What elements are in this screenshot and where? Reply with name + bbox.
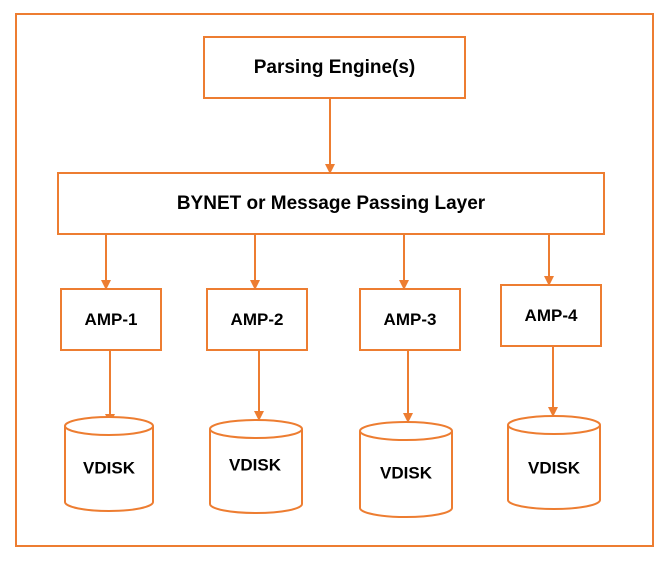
vdisk-4-label: VDISK [528,459,581,478]
amp-4-label: AMP-4 [525,306,578,325]
vdisk-1-cylinder: VDISK [64,416,154,512]
vdisk-4-cylinder: VDISK [507,415,601,510]
amp-2-label: AMP-2 [231,310,284,329]
amp-2-box [206,288,308,351]
amp-2-node: AMP-2 [206,288,308,351]
amp-4-node: AMP-4 [500,284,602,347]
amp-3-node: AMP-3 [359,288,461,351]
outer-frame [15,13,654,547]
vdisk-3-cylinder: VDISK [359,421,453,518]
bynet-node: BYNET or Message Passing Layer [57,172,605,235]
vdisk-3-label: VDISK [380,464,433,483]
amp-1-box [60,288,162,351]
amp-3-label: AMP-3 [384,310,437,329]
bynet-box [57,172,605,235]
vdisk-2-label: VDISK [229,456,282,475]
amp-1-node: AMP-1 [60,288,162,351]
vdisk-2-cylinder: VDISK [209,419,303,514]
vdisk-1-label: VDISK [83,459,136,478]
parsing-engine-box [203,36,466,99]
bynet-label: BYNET or Message Passing Layer [177,193,486,214]
parsing-engine-node: Parsing Engine(s) [203,36,466,99]
amp-1-label: AMP-1 [85,310,138,329]
amp-4-box [500,284,602,347]
amp-3-box [359,288,461,351]
parsing-engine-label: Parsing Engine(s) [254,57,416,78]
